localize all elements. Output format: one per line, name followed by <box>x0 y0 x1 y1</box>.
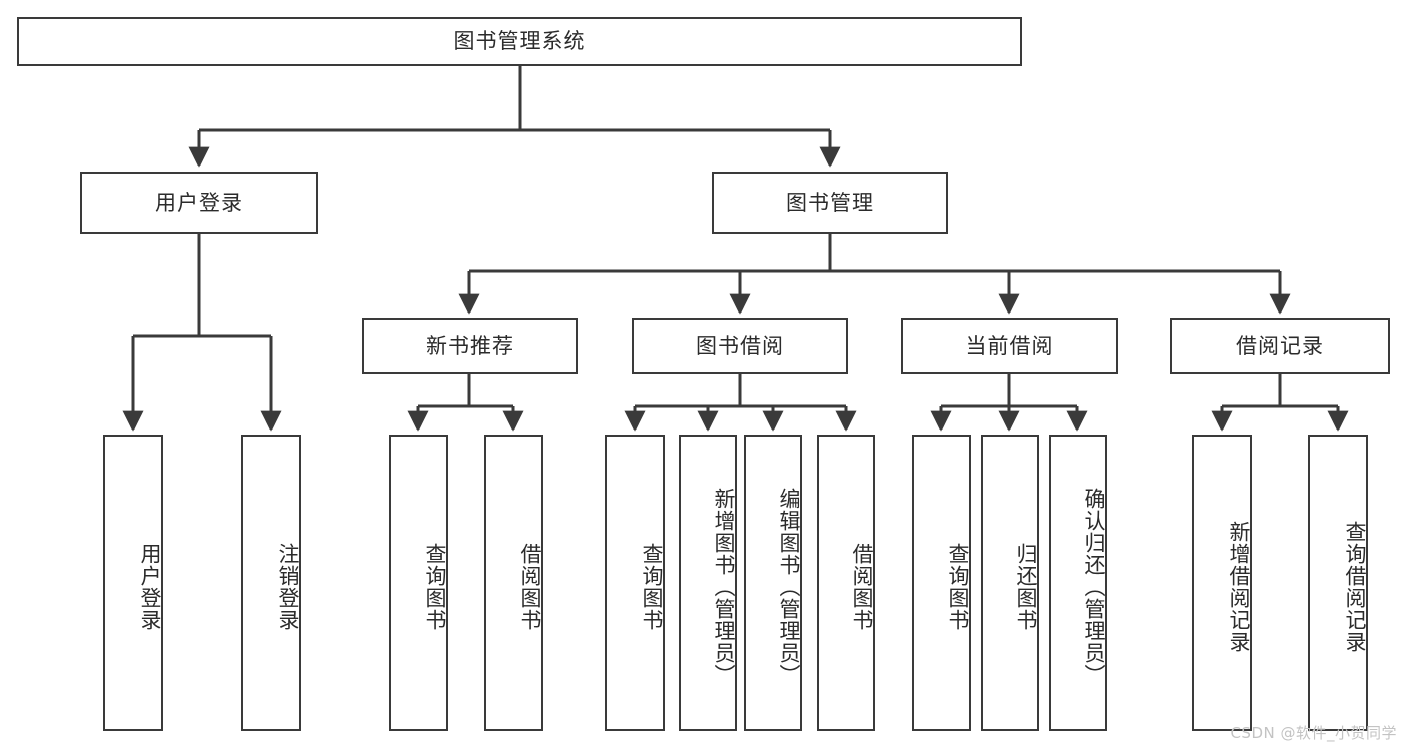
leaf-label: 归还图书 <box>1014 543 1038 631</box>
node-user-login-label: 用户登录 <box>155 190 243 215</box>
node-borrow-record-label: 借阅记录 <box>1236 333 1324 358</box>
leaf-borrow-record-query-record[interactable]: 查询借阅记录 <box>1308 435 1368 731</box>
leaf-user-login-logout[interactable]: 注销登录 <box>241 435 301 731</box>
leaf-new-book-query-book[interactable]: 查询图书 <box>389 435 448 731</box>
leaf-current-borrow-confirm-return-admin[interactable]: 确认归还（管理员） <box>1049 435 1107 731</box>
leaf-label: 查询图书 <box>423 543 447 631</box>
watermark: CSDN @软件_小贺同学 <box>1230 724 1397 742</box>
node-user-login[interactable]: 用户登录 <box>80 172 318 234</box>
leaf-label: 新增图书（管理员） <box>712 488 736 686</box>
leaf-label: 用户登录 <box>138 543 162 631</box>
leaf-borrow-record-add-record[interactable]: 新增借阅记录 <box>1192 435 1252 731</box>
leaf-label: 注销登录 <box>276 543 300 631</box>
leaf-book-borrow-add-book-admin[interactable]: 新增图书（管理员） <box>679 435 737 731</box>
leaf-label: 借阅图书 <box>518 543 542 631</box>
leaf-label: 借阅图书 <box>850 543 874 631</box>
leaf-label: 查询借阅记录 <box>1343 521 1367 653</box>
leaf-book-borrow-borrow-book[interactable]: 借阅图书 <box>817 435 875 731</box>
node-book-borrow-label: 图书借阅 <box>696 333 784 358</box>
leaf-current-borrow-return-book[interactable]: 归还图书 <box>981 435 1039 731</box>
node-book-borrow[interactable]: 图书借阅 <box>632 318 848 374</box>
node-current-borrow[interactable]: 当前借阅 <box>901 318 1118 374</box>
node-new-book-recommend-label: 新书推荐 <box>426 333 514 358</box>
node-borrow-record[interactable]: 借阅记录 <box>1170 318 1390 374</box>
leaf-label: 查询图书 <box>946 543 970 631</box>
leaf-new-book-borrow-book[interactable]: 借阅图书 <box>484 435 543 731</box>
leaf-book-borrow-query-book[interactable]: 查询图书 <box>605 435 665 731</box>
node-current-borrow-label: 当前借阅 <box>965 333 1054 358</box>
leaf-current-borrow-query-book[interactable]: 查询图书 <box>912 435 971 731</box>
leaf-book-borrow-edit-book-admin[interactable]: 编辑图书（管理员） <box>744 435 802 731</box>
node-root-label: 图书管理系统 <box>453 29 586 54</box>
leaf-label: 查询图书 <box>640 543 664 631</box>
node-new-book-recommend[interactable]: 新书推荐 <box>362 318 578 374</box>
leaf-label: 新增借阅记录 <box>1227 521 1251 653</box>
node-root[interactable]: 图书管理系统 <box>17 17 1022 66</box>
node-book-management[interactable]: 图书管理 <box>712 172 948 234</box>
leaf-label: 确认归还（管理员） <box>1082 488 1106 686</box>
node-book-management-label: 图书管理 <box>786 190 874 215</box>
leaf-user-login-login[interactable]: 用户登录 <box>103 435 163 731</box>
leaf-label: 编辑图书（管理员） <box>777 488 801 686</box>
